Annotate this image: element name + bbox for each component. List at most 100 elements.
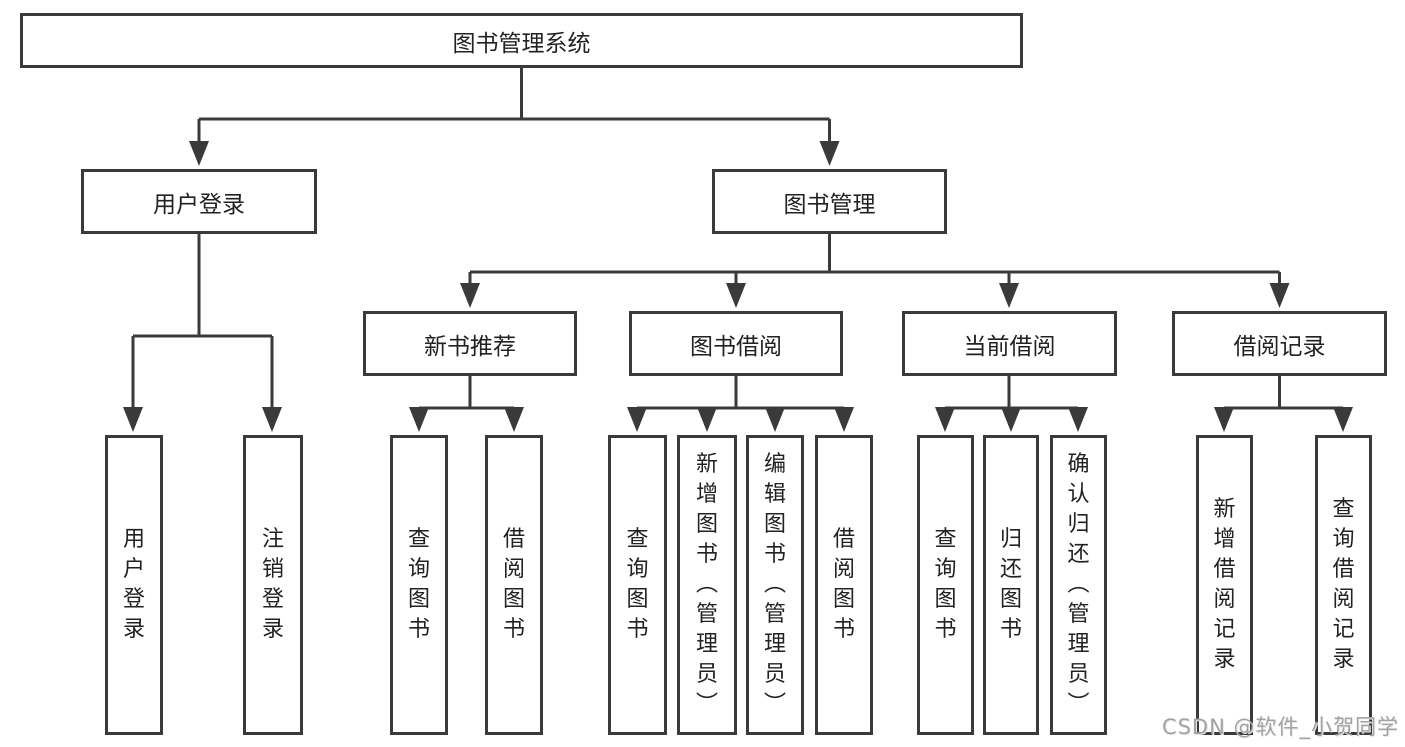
vertical-char: 管	[1067, 602, 1090, 627]
node-current-borrow: 当前借阅	[902, 311, 1117, 376]
vertical-char: 查	[407, 527, 430, 552]
vertical-char: 阅	[832, 557, 855, 582]
vertical-char: 理	[1067, 632, 1090, 657]
csdn-watermark: CSDN @软件_小贺同学	[1161, 715, 1399, 739]
vertical-char: 阅	[1332, 587, 1355, 612]
leaf-add-borrow-record: 新增借阅记录	[1196, 435, 1253, 735]
vertical-char: 书	[832, 617, 855, 642]
vertical-char: 员	[695, 662, 718, 687]
connector-current-borrow-to-leaves	[935, 376, 1088, 432]
vertical-char: 阅	[1213, 587, 1236, 612]
arrowhead	[123, 407, 143, 432]
vertical-char: 员	[1067, 662, 1090, 687]
arrowhead	[189, 141, 209, 166]
vertical-char: ︶	[695, 692, 718, 717]
vertical-char: ︶	[1067, 692, 1090, 717]
arrowhead	[999, 283, 1019, 308]
vertical-char: 询	[626, 557, 649, 582]
vertical-char: 借	[832, 527, 855, 552]
vertical-char: 询	[1332, 527, 1355, 552]
vertical-char: 管	[695, 602, 718, 627]
vertical-char: 理	[695, 632, 718, 657]
vertical-char: 录	[1213, 647, 1236, 672]
vertical-char: 书	[695, 542, 718, 567]
vertical-char: 登	[122, 587, 145, 612]
vertical-char: ︶	[763, 692, 786, 717]
vertical-char: 询	[934, 557, 957, 582]
vertical-char: 注	[261, 527, 284, 552]
arrowhead	[819, 141, 840, 166]
vertical-char: 记	[1332, 617, 1355, 642]
arrowhead	[460, 283, 480, 308]
vertical-char: 登	[261, 587, 284, 612]
leaf-query-books-3: 查询图书	[917, 435, 974, 735]
vertical-char: 图	[934, 587, 957, 612]
vertical-char: 借	[1332, 557, 1355, 582]
connector-new-book-to-leaves	[409, 376, 524, 432]
leaf-borrow-books-1: 借阅图书	[485, 435, 543, 735]
vertical-char: 书	[407, 617, 430, 642]
vertical-char: 户	[122, 557, 145, 582]
vertical-char: 书	[502, 617, 525, 642]
arrowhead	[1001, 407, 1021, 432]
connector-user-login-to-leaves	[123, 234, 282, 432]
vertical-char: 销	[261, 557, 284, 582]
vertical-char: 增	[1213, 527, 1236, 552]
vertical-char: 借	[502, 527, 525, 552]
vertical-char: 归	[999, 527, 1022, 552]
connector-book-management-to-level3	[460, 234, 1290, 308]
vertical-char: 查	[626, 527, 649, 552]
arrowhead	[409, 407, 429, 432]
vertical-char: 确	[1067, 452, 1090, 477]
arrowhead	[1214, 407, 1234, 432]
connector-borrow-records-to-leaves	[1214, 376, 1353, 432]
leaf-user-login: 用户登录	[105, 435, 163, 735]
node-borrow-records: 借阅记录	[1172, 311, 1387, 376]
arrowhead	[834, 407, 854, 432]
vertical-char: 管	[763, 602, 786, 627]
vertical-char: ︵	[763, 572, 786, 597]
vertical-char: 增	[695, 482, 718, 507]
vertical-char: 认	[1067, 482, 1090, 507]
arrowhead	[1269, 283, 1290, 308]
leaf-borrow-books-2: 借阅图书	[815, 435, 873, 735]
vertical-char: 书	[763, 542, 786, 567]
vertical-char: 编	[763, 452, 786, 477]
leaf-query-books-1: 查询图书	[390, 435, 448, 735]
vertical-char: 图	[626, 587, 649, 612]
vertical-char: 图	[763, 512, 786, 537]
leaf-confirm-return-admin: 确认归还︵管理员︶	[1050, 435, 1107, 735]
vertical-char: 员	[763, 662, 786, 687]
vertical-char: 图	[502, 587, 525, 612]
vertical-char: ︵	[695, 572, 718, 597]
vertical-char: 理	[763, 632, 786, 657]
vertical-char: 新	[695, 452, 718, 477]
vertical-char: 录	[1332, 647, 1355, 672]
arrowhead	[504, 407, 524, 432]
vertical-char: 归	[1067, 512, 1090, 537]
leaf-query-borrow-record: 查询借阅记录	[1315, 435, 1372, 735]
leaf-add-books-admin: 新增图书 ︵ 管理员 ︶	[677, 435, 737, 735]
vertical-char: 记	[1213, 617, 1236, 642]
vertical-char: 辑	[763, 482, 786, 507]
vertical-char: 图	[999, 587, 1022, 612]
vertical-char: 新	[1213, 497, 1236, 522]
arrowhead	[1068, 407, 1088, 432]
vertical-char: 阅	[502, 557, 525, 582]
vertical-char: 借	[1213, 557, 1236, 582]
vertical-char: 书	[934, 617, 957, 642]
node-book-borrow: 图书借阅	[629, 311, 843, 376]
vertical-char: 还	[999, 557, 1022, 582]
vertical-char: 书	[626, 617, 649, 642]
vertical-char: 图	[695, 512, 718, 537]
vertical-char: 录	[122, 617, 145, 642]
node-book-management: 图书管理	[712, 169, 947, 234]
leaf-query-books-2: 查询图书	[608, 435, 667, 735]
leaf-logout: 注销登录	[243, 435, 303, 735]
vertical-char: 用	[122, 527, 145, 552]
node-user-login: 用户登录	[81, 169, 317, 234]
vertical-char: 图	[832, 587, 855, 612]
arrowhead	[262, 407, 282, 432]
vertical-char: ︵	[1067, 572, 1090, 597]
